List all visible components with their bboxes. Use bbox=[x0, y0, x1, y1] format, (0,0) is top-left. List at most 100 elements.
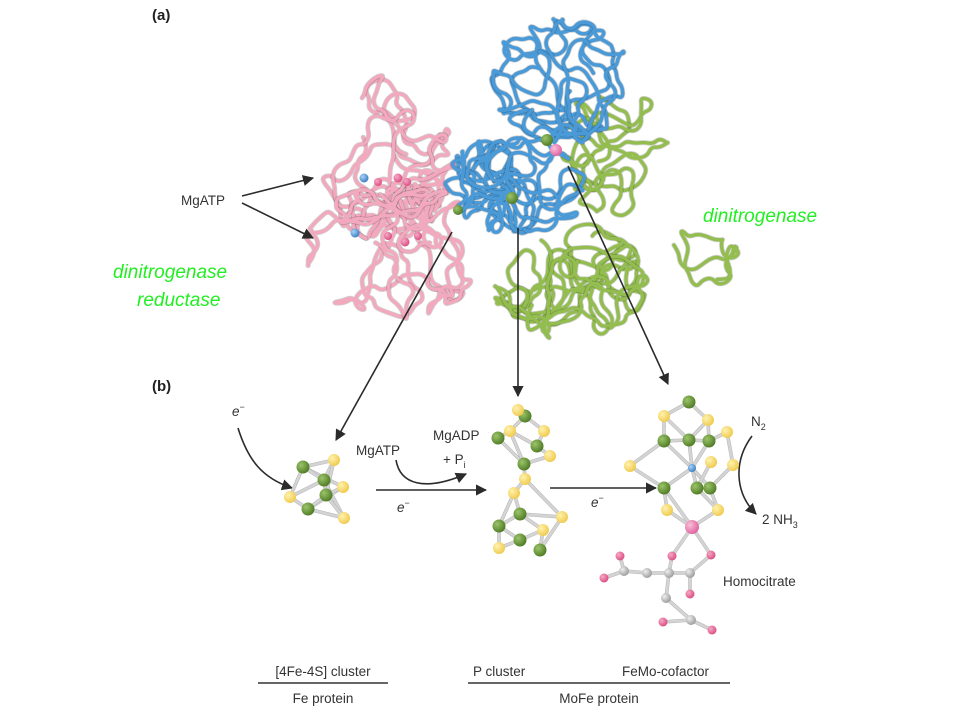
iron-atom bbox=[296, 460, 310, 474]
sulfur-atom bbox=[721, 426, 733, 438]
ribbon-strand bbox=[560, 96, 654, 218]
mgatp-mid-label: MgATP bbox=[356, 443, 400, 458]
iron-atom bbox=[682, 433, 696, 447]
sulfur-atom bbox=[712, 504, 724, 516]
atp-site-sphere bbox=[350, 228, 360, 238]
carbon-atom bbox=[664, 568, 674, 578]
n2-label: N2 bbox=[751, 414, 766, 432]
carbon-atom bbox=[685, 568, 695, 578]
sulfur-atom bbox=[544, 450, 556, 462]
bond bbox=[662, 487, 694, 528]
bond bbox=[524, 478, 563, 518]
bond bbox=[519, 512, 563, 519]
ribbon-strand bbox=[507, 17, 625, 144]
cluster-site-sphere bbox=[453, 205, 463, 215]
dinitrogenase-label: dinitrogenase bbox=[703, 206, 817, 227]
electron-label-1: e− bbox=[397, 498, 410, 515]
panel-label-a: (a) bbox=[152, 7, 170, 24]
cluster-site-sphere bbox=[506, 192, 518, 204]
femo-site-sphere bbox=[550, 144, 562, 156]
electron-label-2: e− bbox=[591, 493, 604, 510]
panel-label-b: (b) bbox=[152, 378, 171, 395]
fe-protein-caption: Fe protein bbox=[293, 691, 354, 706]
mofe-alpha-ribbon bbox=[442, 16, 627, 236]
femo-cofactor-caption: FeMo-cofactor bbox=[622, 664, 710, 679]
mgadp-label: MgADP bbox=[433, 428, 480, 443]
iron-atom bbox=[682, 395, 696, 409]
reductase-label-line2: reductase bbox=[137, 290, 220, 311]
sulfur-atom bbox=[538, 425, 550, 437]
carbon-atom bbox=[686, 615, 696, 625]
oxygen-atom bbox=[658, 617, 668, 627]
atp-site-sphere bbox=[393, 173, 403, 183]
sulfur-atom bbox=[705, 456, 717, 468]
oxygen-atom bbox=[706, 550, 716, 560]
iron-atom bbox=[319, 488, 333, 502]
p-cluster-model bbox=[491, 404, 568, 557]
fe4s4-cluster-model bbox=[284, 454, 350, 524]
electron-label-start: e− bbox=[232, 402, 245, 419]
sulfur-atom bbox=[727, 459, 739, 471]
sulfur-atom bbox=[702, 414, 714, 426]
ribbon-strand bbox=[465, 136, 585, 234]
ribbon-strand bbox=[304, 187, 448, 321]
ribbon-strand bbox=[493, 222, 640, 336]
cluster-site-sphere bbox=[541, 134, 553, 146]
pi-label: + Pi bbox=[443, 452, 466, 470]
sulfur-atom bbox=[512, 404, 524, 416]
iron-atom bbox=[690, 481, 704, 495]
bond bbox=[629, 439, 665, 468]
homocitrate-label: Homocitrate bbox=[723, 574, 796, 589]
atp-site-sphere bbox=[359, 173, 369, 183]
sulfur-atom bbox=[537, 524, 549, 536]
nh3-label: 2 NH3 bbox=[762, 512, 798, 530]
iron-atom bbox=[317, 473, 331, 487]
iron-atom bbox=[513, 507, 527, 521]
ribbon-strand bbox=[493, 245, 650, 340]
fe-cluster-pointer-arrow bbox=[335, 231, 453, 441]
iron-atom bbox=[301, 502, 315, 516]
iron-atom bbox=[533, 543, 547, 557]
oxygen-atom bbox=[685, 589, 695, 599]
oxygen-atom bbox=[667, 551, 677, 561]
protein-ribbon-structure bbox=[303, 16, 741, 341]
ribbon-strand bbox=[672, 229, 740, 287]
mofe-beta-ribbon bbox=[492, 94, 741, 341]
carbon-atom bbox=[642, 568, 652, 578]
carbon-atom bbox=[619, 566, 629, 576]
ribbon-strand bbox=[491, 37, 626, 145]
n2-reduction-arrow bbox=[738, 435, 757, 515]
iron-atom bbox=[702, 434, 716, 448]
fe-cluster-caption: [4Fe-4S] cluster bbox=[275, 664, 371, 679]
sulfur-atom bbox=[556, 511, 568, 523]
iron-atom bbox=[530, 439, 544, 453]
mgatp-top-label: MgATP bbox=[181, 193, 225, 208]
iron-atom bbox=[657, 434, 671, 448]
sulfur-atom bbox=[504, 425, 516, 437]
oxygen-atom bbox=[599, 573, 609, 583]
sulfur-atom bbox=[493, 542, 505, 554]
iron-atom bbox=[492, 519, 506, 533]
iron-atom bbox=[657, 481, 671, 495]
sulfur-atom bbox=[338, 512, 350, 524]
femo-pointer-arrow bbox=[567, 165, 669, 386]
molybdenum-atom bbox=[685, 520, 699, 534]
ribbon-cofactor-spheres bbox=[350, 134, 562, 247]
iron-atom bbox=[517, 457, 531, 471]
oxygen-atom bbox=[707, 625, 717, 635]
mgatp-arrow-lower bbox=[241, 202, 315, 239]
atp-site-sphere bbox=[403, 178, 411, 186]
atp-site-sphere bbox=[374, 178, 382, 186]
mofe-protein-caption: MoFe protein bbox=[559, 691, 639, 706]
mgatp-arrow-upper bbox=[241, 175, 315, 197]
sulfur-atom bbox=[658, 410, 670, 422]
carbon-atom bbox=[661, 593, 671, 603]
sulfur-atom bbox=[624, 460, 636, 472]
iron-atom bbox=[491, 431, 505, 445]
sulfur-atom bbox=[508, 487, 520, 499]
atp-site-sphere bbox=[414, 232, 422, 240]
atp-site-sphere bbox=[384, 232, 392, 240]
nitrogen-atom bbox=[688, 464, 696, 472]
sulfur-atom bbox=[661, 504, 673, 516]
fe-protein-ribbon bbox=[303, 73, 474, 322]
